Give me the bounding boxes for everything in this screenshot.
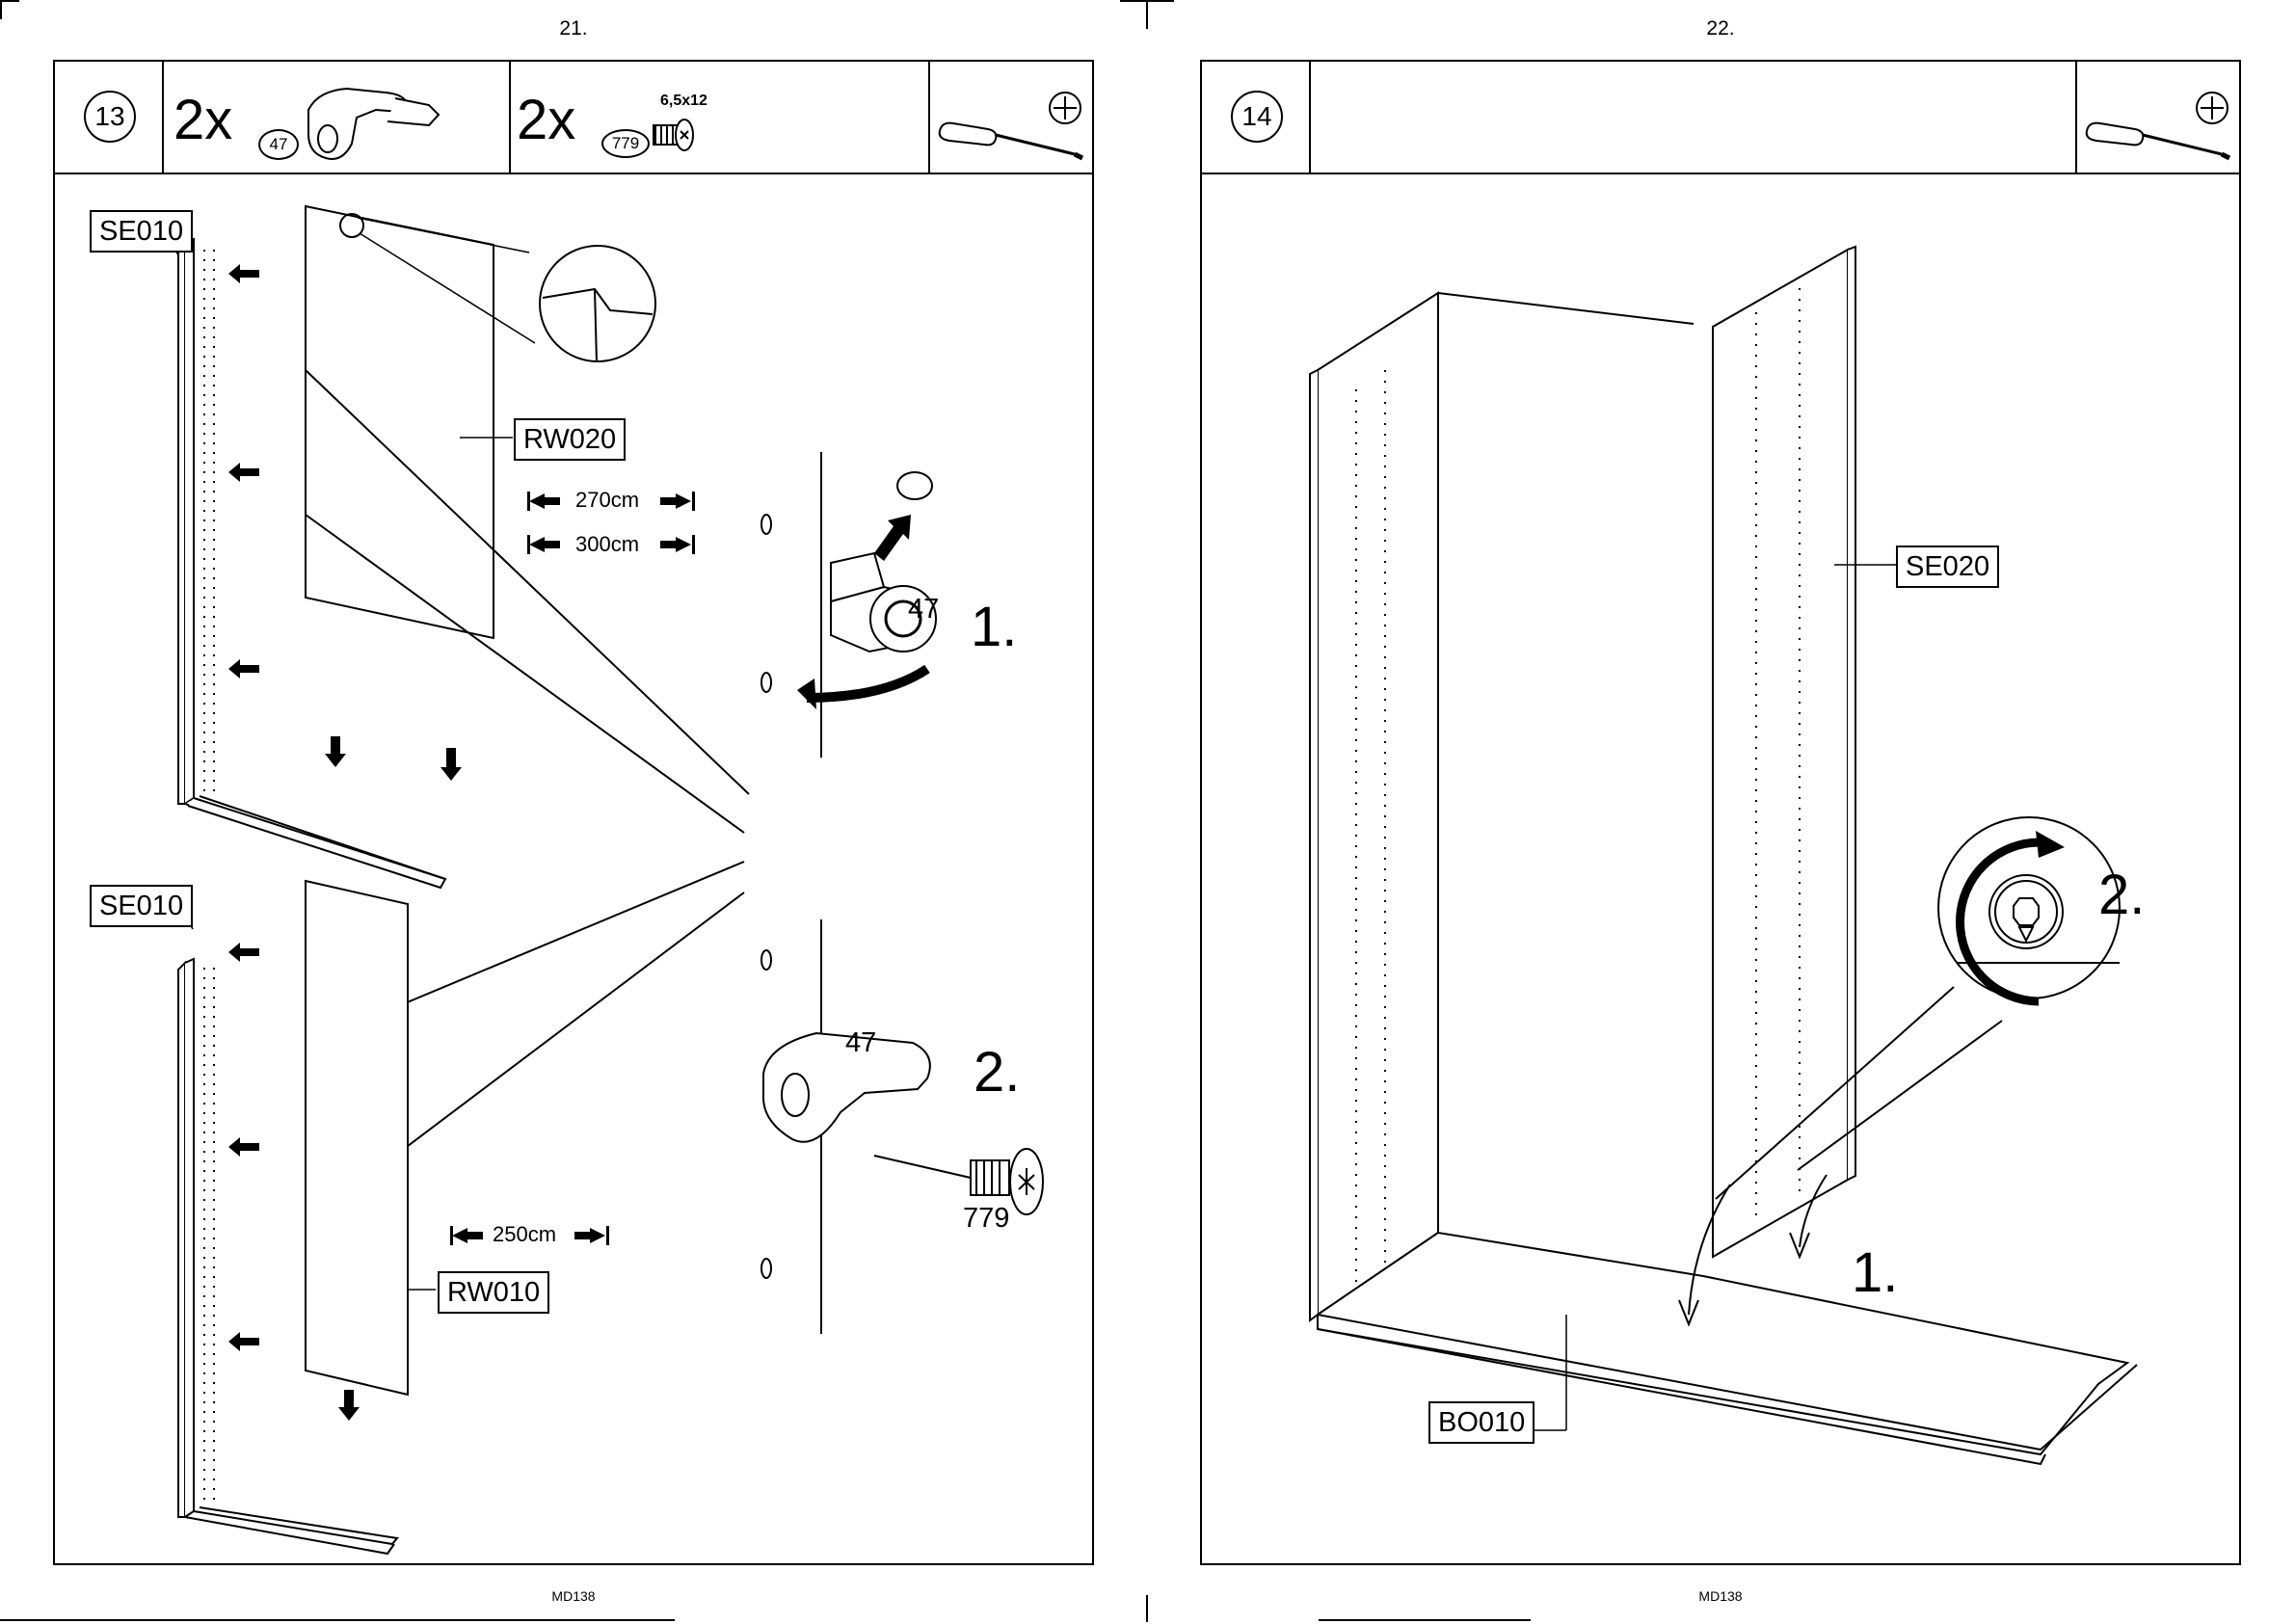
detail-step-1: 1.: [971, 599, 1017, 655]
label-bo010: BO010: [1428, 1401, 1534, 1444]
crop-mark: [1146, 0, 1148, 29]
label-rw010: RW010: [438, 1271, 549, 1314]
assembly-drawing-step-13: [55, 62, 1096, 1567]
footer-code-left: MD138: [516, 1588, 631, 1604]
crop-mark: [0, 0, 2, 19]
crop-mark: [0, 0, 19, 2]
step-1-label: 1.: [1852, 1245, 1898, 1301]
label-rw020: RW020: [514, 418, 626, 461]
instruction-panel-step-13: 13 2x 47 2x 6,5x12 779: [53, 60, 1094, 1565]
detail-screw-779: 779: [963, 1203, 1009, 1235]
crop-mark: [1146, 1595, 1148, 1622]
detail-part-47-top: 47: [908, 594, 939, 626]
cam-lock-insert-detail: [797, 472, 936, 709]
crop-mark: [1319, 1619, 1531, 1621]
step-2-label: 2.: [2098, 867, 2145, 923]
dimension-250cm: 250cm: [493, 1222, 556, 1247]
instruction-panel-step-14: 14: [1200, 60, 2241, 1565]
dimension-300cm: 300cm: [575, 532, 639, 557]
label-se020: SE020: [1896, 546, 1999, 588]
side-panel-se020: [1713, 250, 1848, 1257]
page-number-left: 21.: [516, 17, 631, 40]
side-panel-se010-bottom: [178, 963, 185, 1517]
label-se010-top: SE010: [90, 210, 193, 253]
magnified-edge-detail: [540, 246, 655, 361]
crop-mark: [1120, 0, 1174, 2]
dimension-270cm: 270cm: [575, 488, 639, 513]
crop-mark: [0, 1619, 675, 1621]
detail-step-2: 2.: [974, 1045, 1020, 1101]
side-panel-left: [1318, 293, 1438, 1315]
label-se010-bottom: SE010: [90, 885, 193, 927]
footer-code-right: MD138: [1663, 1588, 1778, 1604]
detail-part-47-bottom: 47: [845, 1027, 876, 1059]
side-panel-se010-top: [178, 243, 185, 804]
page-number-right: 22.: [1663, 17, 1778, 40]
bottom-panel-bottom: [194, 1507, 397, 1544]
assembly-drawing-step-14: [1202, 62, 2243, 1567]
